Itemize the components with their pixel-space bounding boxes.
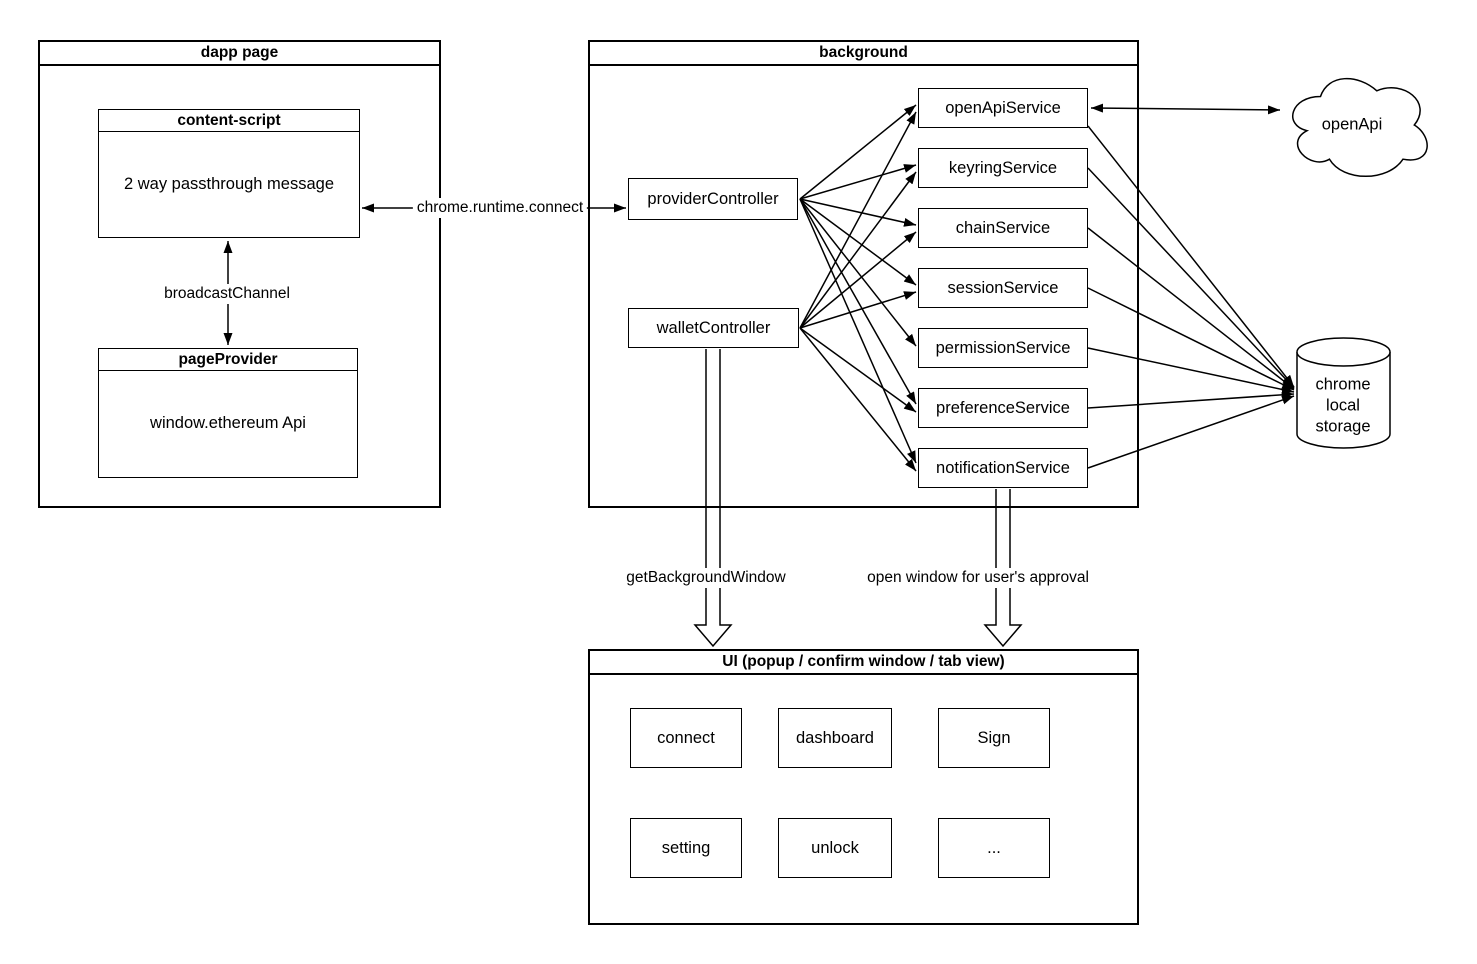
- edge-label-chrome-runtime-connect: chrome.runtime.connect: [412, 198, 588, 218]
- openapi-cloud-label: openApi: [1321, 115, 1383, 134]
- node-ui-dashboard: dashboard: [778, 708, 892, 768]
- node-service-keyring: keyringService: [918, 148, 1088, 188]
- node-page-provider-body: window.ethereum Api: [150, 414, 306, 432]
- chrome-local-storage-label: chrome local storage: [1315, 375, 1371, 436]
- node-service-session: sessionService: [918, 268, 1088, 308]
- node-service-permission: permissionService: [918, 328, 1088, 368]
- frame-dapp-page-title: dapp page: [40, 42, 439, 66]
- node-page-provider: pageProvider window.ethereum Api: [98, 348, 358, 478]
- node-ui-setting: setting: [630, 818, 742, 878]
- edge-label-open-window-approval: open window for user's approval: [863, 568, 1093, 588]
- node-wallet-controller: walletController: [628, 308, 799, 348]
- node-page-provider-title: pageProvider: [99, 349, 357, 371]
- node-service-chain: chainService: [918, 208, 1088, 248]
- node-provider-controller: providerController: [628, 178, 798, 220]
- edge-label-broadcast-channel: broadcastChannel: [160, 284, 294, 304]
- frame-background-title: background: [590, 42, 1137, 66]
- node-content-script-body: 2 way passthrough message: [123, 174, 335, 193]
- node-ui-more: ...: [938, 818, 1050, 878]
- frame-ui-title: UI (popup / confirm window / tab view): [590, 651, 1137, 675]
- node-ui-unlock: unlock: [778, 818, 892, 878]
- node-ui-connect: connect: [630, 708, 742, 768]
- edge-label-get-background-window: getBackgroundWindow: [622, 568, 790, 588]
- node-content-script-title: content-script: [99, 110, 359, 132]
- node-service-notification: notificationService: [918, 448, 1088, 488]
- node-content-script: content-script 2 way passthrough message: [98, 109, 360, 238]
- node-service-openapi: openApiService: [918, 88, 1088, 128]
- frame-ui: UI (popup / confirm window / tab view): [588, 649, 1139, 925]
- node-service-preference: preferenceService: [918, 388, 1088, 428]
- node-ui-sign: Sign: [938, 708, 1050, 768]
